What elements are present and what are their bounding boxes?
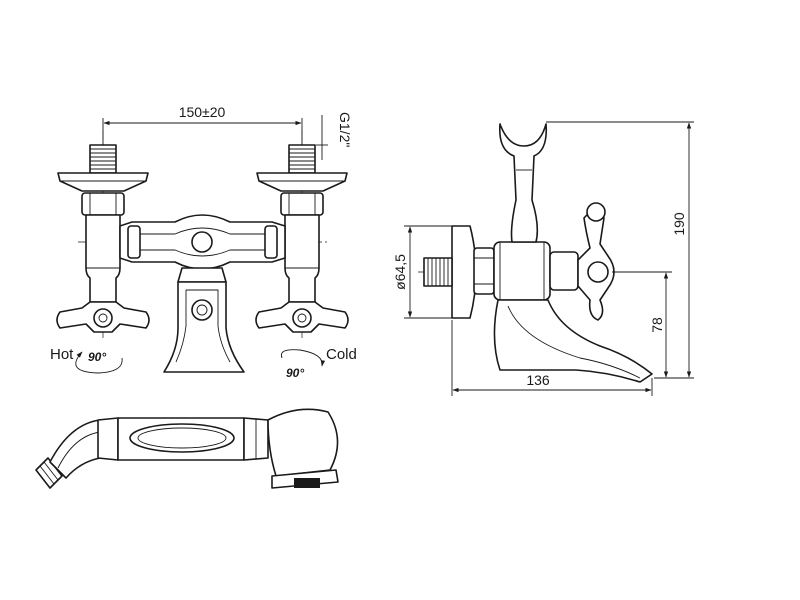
- cold-angle-label: 90°: [286, 366, 304, 380]
- hot-angle-label: 90°: [88, 350, 106, 364]
- left-inlet: [56, 144, 150, 333]
- spout-height-dimension: 78: [612, 271, 672, 378]
- hot-rotation-arrow: [75, 351, 123, 374]
- thread-dimension: G1/2": [316, 112, 353, 160]
- hand-shower: [35, 408, 339, 489]
- hot-indicator: Hot 90°: [50, 346, 123, 374]
- side-view: 190 78 ø64,5 136: [392, 121, 694, 396]
- diameter-dimension-label: ø64,5: [392, 254, 408, 290]
- thread-dimension-label: G1/2": [337, 112, 353, 147]
- width-dimension-label: 150±20: [179, 104, 226, 120]
- spout-height-dimension-label: 78: [649, 317, 665, 333]
- height-dimension-label: 190: [671, 212, 687, 236]
- front-view: 150±20 G1/2": [50, 104, 357, 380]
- cold-indicator: Cold 90°: [280, 346, 357, 380]
- cold-rotation-arrow: [280, 349, 326, 367]
- diameter-dimension: ø64,5: [392, 225, 462, 319]
- hot-label: Hot: [50, 346, 74, 363]
- width-dimension: 150±20: [102, 104, 303, 145]
- right-inlet: [255, 144, 349, 333]
- cold-label: Cold: [326, 346, 357, 363]
- height-dimension: 190: [546, 121, 694, 379]
- length-dimension-label: 136: [526, 372, 550, 388]
- length-dimension: 136: [451, 320, 653, 396]
- center-body: [119, 214, 286, 373]
